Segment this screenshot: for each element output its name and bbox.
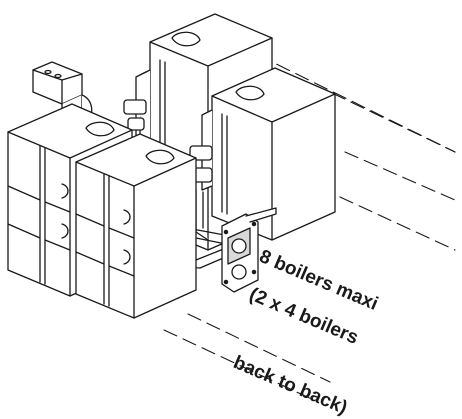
- dashed-extension-lines: [163, 54, 456, 403]
- boiler-back-2: [211, 67, 336, 241]
- boiler-front-2: [75, 133, 197, 319]
- pipework: [123, 69, 231, 269]
- manifold-plate: [221, 207, 277, 293]
- boiler-installation-diagram: [7, 13, 456, 403]
